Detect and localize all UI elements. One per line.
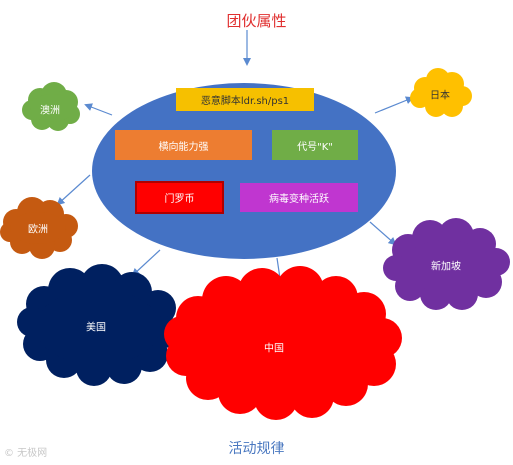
region-label-china: 中国 [264,343,284,355]
attribute-monero: 门罗币 [135,181,224,214]
region-label-europe: 欧洲 [28,224,48,236]
arrow-to-usa [131,249,161,277]
arrow-to-australia [84,103,113,116]
center-ellipse [92,83,396,259]
attribute-codename: 代号"K" [272,130,358,160]
cloud-china [164,266,402,420]
watermark: © 无极网 [4,448,48,459]
cloud-singapore [383,218,510,310]
region-label-japan: 日本 [430,90,450,102]
diagram-title: 团伙属性 [226,12,287,30]
attribute-label: 横向能力强 [158,141,209,153]
region-label-singapore: 新加坡 [431,261,461,273]
cloud-europe [0,197,78,259]
arrow-to-japan [374,96,414,114]
region-label-australia: 澳洲 [40,105,60,117]
attribute-label: 门罗币 [164,194,195,205]
attribute-malicious-script: 恶意脚本ldr.sh/ps1 [176,88,314,111]
region-label-usa: 美国 [86,322,106,334]
attribute-label: 代号"K" [297,141,333,153]
attribute-virus-variant: 病毒变种活跃 [240,183,358,212]
arrow-to-singapore [369,221,397,246]
cloud-australia [22,82,80,131]
diagram-subtitle: 活动规律 [228,441,285,457]
arrow-to-europe [56,174,91,206]
cloud-japan [410,68,472,117]
attribute-lateral-movement: 横向能力强 [115,130,252,160]
cloud-usa [17,264,180,386]
attribute-label: 恶意脚本ldr.sh/ps1 [200,96,290,107]
attribute-label: 病毒变种活跃 [269,194,329,205]
